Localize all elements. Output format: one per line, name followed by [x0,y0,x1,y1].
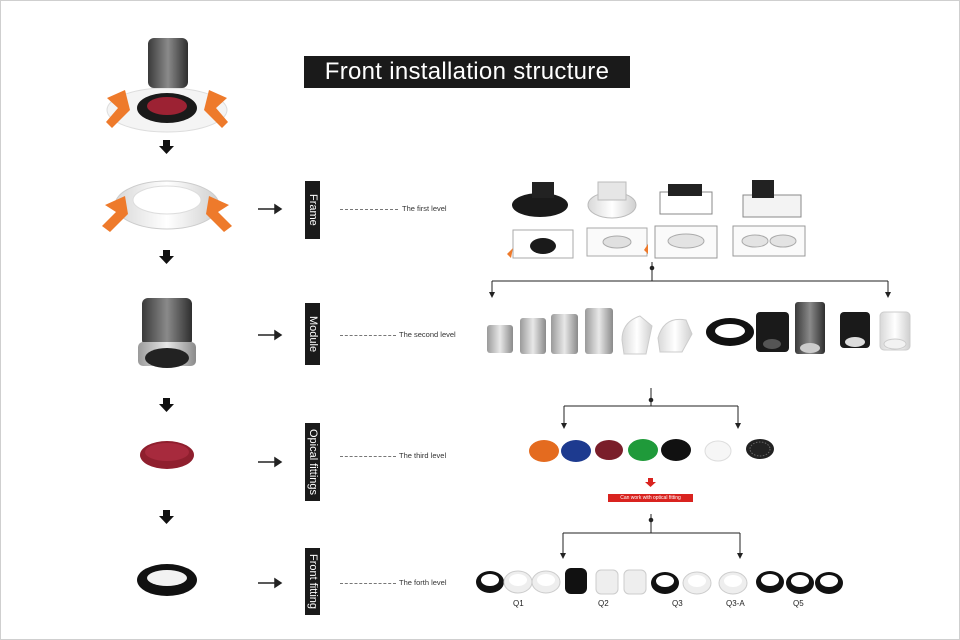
level-tag-module: Module [305,303,320,365]
assembled-downlight-image [106,38,228,133]
model-label-q3-a: Q3-A [726,599,745,608]
level-tag-front-fitting: Front fitting [305,548,320,615]
frame-ring-image [102,180,232,232]
dashed-leader [340,583,396,584]
dashed-leader [340,209,398,210]
front-fitting-ring-image [137,564,197,596]
optical-note-badge: Can work with optical fitting [608,494,693,502]
red-down-arrow [645,478,656,487]
level-tag-optical-fittings: Opical fittings [305,423,320,501]
optical-filter-image [140,441,194,469]
front-fitting-products-image [476,568,843,595]
down-arrows [159,140,174,524]
model-label-q5: Q5 [793,599,804,608]
model-label-q3: Q3 [672,599,683,608]
module-bracket-connector [489,262,891,298]
optical-fittings-image [529,439,774,462]
front-fitting-bracket-connector [560,514,743,559]
module-image [138,298,196,368]
dashed-leader [340,335,396,336]
page-title: Front installation structure [304,56,630,88]
model-label-q2: Q2 [598,599,609,608]
level-label-third: The third level [399,451,447,460]
level-label-first: The first level [402,204,447,213]
dashed-leader [340,456,396,457]
level-tag-frame: Frame [305,181,320,239]
level-label-second: The second level [399,330,456,339]
module-products-image [487,302,911,355]
model-label-q1: Q1 [513,599,524,608]
frame-products-image [507,180,806,259]
right-arrows [258,203,283,589]
optical-bracket-connector [561,388,741,429]
level-label-forth: The forth level [399,578,447,587]
